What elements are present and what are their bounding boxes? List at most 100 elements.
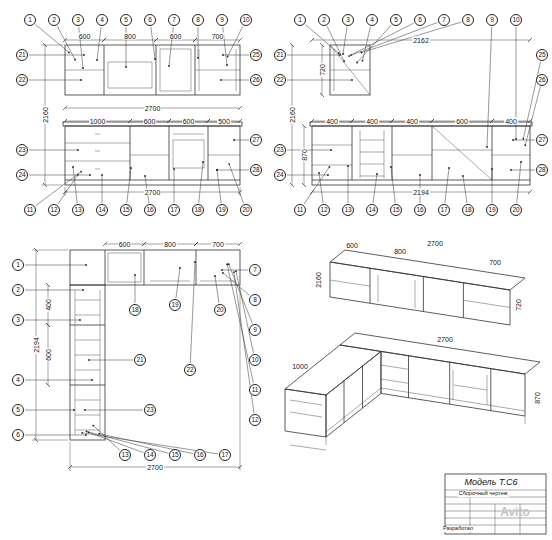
leader-dot [81,432,83,434]
front-elevation-part [65,45,240,95]
leader-line [511,170,535,171]
leader-dot [89,174,91,176]
dimension-label: 2700 [426,240,444,247]
callout-number: 20 [512,207,519,214]
leader-dot [376,173,378,175]
leader-dot [84,409,86,411]
callout-circle: 3 [342,14,354,26]
leader-line [463,176,467,203]
callout-circle: 28 [536,164,548,176]
leader-dot [390,166,392,168]
leader-dot [342,53,344,55]
leader-line [89,360,133,361]
isometric-view-part [290,388,381,432]
leader-dot [318,172,320,174]
leader-line [349,22,437,56]
leader-dot [74,59,76,61]
dimension-label: 700 [211,241,225,248]
callout-circle: 28 [250,164,262,176]
dimension-label: 600 [455,118,469,125]
leader-dot [85,264,87,266]
leader-dot [510,169,512,171]
callout-circle: 8 [249,294,261,306]
callout-number: 11 [27,207,34,214]
leader-dot [98,433,100,435]
callout-circle: 5 [12,404,24,416]
callout-circle: 3 [72,14,84,26]
callout-circle: 14 [144,449,156,461]
leader-line [228,26,243,56]
leader-line [391,167,395,203]
leader-dot [88,432,90,434]
callout-number: 15 [122,207,129,214]
leader-dot [330,149,332,151]
callout-number: 28 [252,167,259,174]
callout-circle: 9 [486,14,498,26]
callout-circle: 16 [414,204,426,216]
callout-circle: 17 [438,204,450,216]
plan-view [70,250,240,440]
callout-circle: 22 [184,364,196,376]
callout-number: 19 [488,207,495,214]
callout-circle: 23 [274,144,286,156]
leader-line [199,162,203,203]
leader-line [25,380,92,381]
leader-dot [82,67,84,69]
callout-circle: 6 [144,14,156,26]
isometric-view [285,250,540,450]
isometric-view-part [381,365,525,411]
front-elevation-part [173,140,204,168]
callout-number: 21 [136,357,143,364]
front-elevation-part [104,45,195,95]
leader-line [25,265,86,266]
leader-line [221,80,249,81]
leader-dot [328,166,330,168]
callout-circle: 7 [168,14,180,26]
leader-dot [79,319,81,321]
callout-number: 7 [172,17,176,24]
callout-circle: 11 [294,204,306,216]
callout-number: 2 [52,17,56,24]
callout-number: 12 [50,207,57,214]
callout-circle: 9 [216,14,228,26]
isometric-view-part [285,345,381,395]
dimension-label: 2160 [289,106,296,124]
leader-line [85,410,143,411]
leader-line [517,162,521,203]
leader-line [236,271,254,353]
leader-dot [91,379,93,381]
leader-dot [233,139,235,141]
dimension-label: 600 [118,241,132,248]
callout-number: 26 [252,77,259,84]
callout-number: 27 [252,137,259,144]
callout-circle: 21 [134,354,146,366]
side-elevation-part [312,126,530,180]
callout-circle: 10 [510,14,522,26]
callout-circle: 2 [318,14,330,26]
callout-number: 21 [276,52,283,59]
leader-line [304,167,329,204]
callout-circle: 21 [16,49,28,61]
leader-dot [220,79,222,81]
callout-number: 3 [76,17,80,24]
callout-circle: 1 [294,14,306,26]
callout-circle: 22 [16,74,28,86]
dimension-label: 2194 [33,336,40,354]
dimension-line-part [104,40,156,41]
isometric-view-part [326,351,381,437]
leader-dot [222,272,224,274]
leader-line [25,290,83,291]
callout-circle: 13 [119,449,131,461]
leader-dot [462,175,464,177]
callout-number: 21 [18,52,25,59]
callout-circle: 5 [390,14,402,26]
side-elevation-part [330,45,370,95]
leader-dot [168,65,170,67]
dimension-label: 600 [182,118,196,125]
leader-dot [96,59,98,61]
leader-line [215,276,219,303]
callout-circle: 7 [438,14,450,26]
callout-number: 25 [252,52,259,59]
front-elevation-part [65,126,240,185]
callout-circle: 11 [249,384,261,396]
